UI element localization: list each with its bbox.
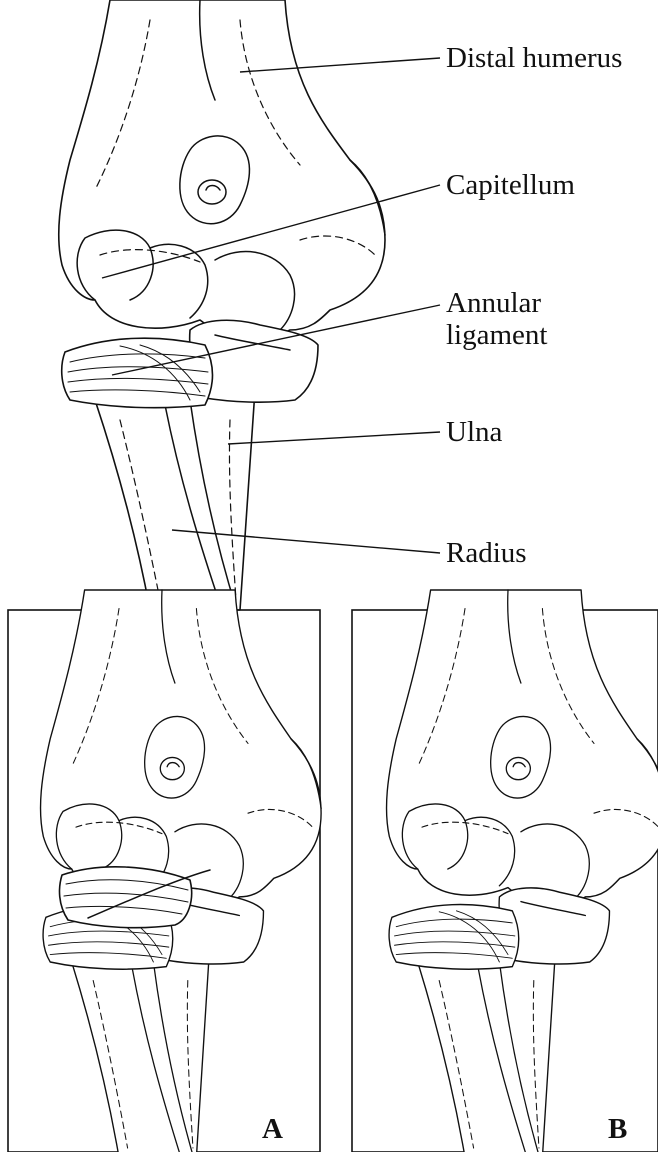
- label-annular-ligament-line1: Annular: [446, 287, 541, 319]
- panel-a: A: [8, 590, 321, 1152]
- label-capitellum: Capitellum: [446, 169, 575, 201]
- panel-b: B: [352, 590, 658, 1152]
- panel-a-label: A: [262, 1113, 283, 1145]
- panel-b-label: B: [608, 1113, 627, 1145]
- label-radius: Radius: [446, 537, 527, 569]
- label-ulna: Ulna: [446, 416, 503, 448]
- leader-ulna: [228, 432, 440, 444]
- label-annular-ligament-line2: ligament: [446, 319, 547, 351]
- main-elbow-drawing: [59, 0, 385, 610]
- label-distal-humerus: Distal humerus: [446, 42, 622, 74]
